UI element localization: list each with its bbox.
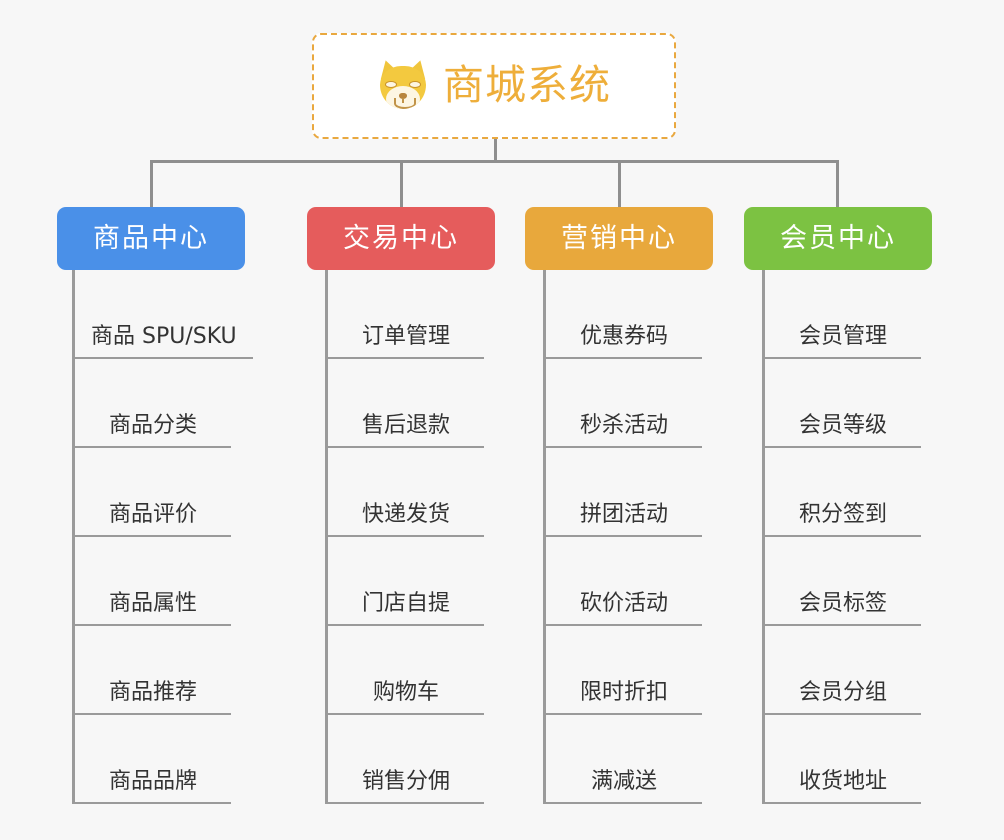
leaf-item[interactable]: 会员等级	[765, 359, 921, 448]
leaf-item[interactable]: 会员管理	[765, 270, 921, 359]
leaf-item-label: 商品品牌	[108, 769, 197, 795]
leaf-item-label: 购物车	[372, 680, 439, 706]
leaf-item-label: 限时折扣	[579, 680, 668, 706]
leaf-item[interactable]: 优惠券码	[546, 270, 702, 359]
leaf-item[interactable]: 秒杀活动	[546, 359, 702, 448]
leaf-item[interactable]: 商品品牌	[75, 715, 231, 804]
connector-drop-1	[150, 160, 153, 208]
leaf-item[interactable]: 门店自提	[328, 537, 484, 626]
leaf-item-label: 商品推荐	[108, 680, 197, 706]
leaf-item[interactable]: 订单管理	[328, 270, 484, 359]
connector-drop-3	[618, 160, 621, 208]
column-spine	[762, 270, 765, 804]
column-spine	[543, 270, 546, 804]
connector-horizontal-bus	[150, 160, 839, 163]
leaf-item[interactable]: 商品 SPU/SKU	[75, 270, 253, 359]
root-node-content: 商城系统	[376, 57, 611, 110]
leaf-item-label: 积分签到	[798, 502, 887, 528]
leaf-item-label: 优惠券码	[579, 324, 668, 350]
leaf-item-label: 会员分组	[798, 680, 887, 706]
leaf-item[interactable]: 会员标签	[765, 537, 921, 626]
leaf-item-label: 商品评价	[108, 502, 197, 528]
leaf-item-label: 门店自提	[361, 591, 450, 617]
leaf-item[interactable]: 购物车	[328, 626, 484, 715]
leaf-item[interactable]: 限时折扣	[546, 626, 702, 715]
category-header-1[interactable]: 交易中心	[307, 207, 495, 270]
category-header-3[interactable]: 会员中心	[744, 207, 932, 270]
leaf-item-label: 满减送	[590, 769, 657, 795]
leaf-item-label: 销售分佣	[361, 769, 450, 795]
connector-root-stem	[494, 139, 497, 162]
leaf-item[interactable]: 会员分组	[765, 626, 921, 715]
category-label: 交易中心	[343, 223, 459, 254]
leaf-item[interactable]: 拼团活动	[546, 448, 702, 537]
leaf-item-label: 快递发货	[361, 502, 450, 528]
leaf-item-label: 收货地址	[798, 769, 887, 795]
leaf-item-label: 商品 SPU/SKU	[91, 324, 237, 350]
category-label: 会员中心	[780, 223, 896, 254]
category-label: 营销中心	[561, 223, 677, 254]
root-node-label: 商城系统	[443, 60, 611, 109]
category-label: 商品中心	[93, 223, 209, 254]
leaf-item[interactable]: 积分签到	[765, 448, 921, 537]
leaf-item[interactable]: 商品评价	[75, 448, 231, 537]
root-node[interactable]: 商城系统	[312, 33, 676, 139]
leaf-item-label: 秒杀活动	[579, 413, 668, 439]
shiba-dog-icon	[376, 57, 430, 110]
leaf-item-label: 砍价活动	[579, 591, 668, 617]
column-spine	[325, 270, 328, 804]
leaf-item-label: 会员等级	[798, 413, 887, 439]
leaf-item[interactable]: 快递发货	[328, 448, 484, 537]
leaf-item-label: 会员标签	[798, 591, 887, 617]
leaf-item-label: 会员管理	[798, 324, 887, 350]
column-spine	[72, 270, 75, 804]
leaf-item-label: 订单管理	[361, 324, 450, 350]
leaf-item-label: 商品属性	[108, 591, 197, 617]
leaf-item[interactable]: 售后退款	[328, 359, 484, 448]
leaf-item[interactable]: 商品推荐	[75, 626, 231, 715]
connector-drop-2	[400, 160, 403, 208]
leaf-item[interactable]: 商品分类	[75, 359, 231, 448]
leaf-item-label: 售后退款	[361, 413, 450, 439]
category-header-2[interactable]: 营销中心	[525, 207, 713, 270]
leaf-item[interactable]: 满减送	[546, 715, 702, 804]
category-header-0[interactable]: 商品中心	[57, 207, 245, 270]
leaf-item[interactable]: 销售分佣	[328, 715, 484, 804]
leaf-item-label: 商品分类	[108, 413, 197, 439]
leaf-item-label: 拼团活动	[579, 502, 668, 528]
leaf-item[interactable]: 商品属性	[75, 537, 231, 626]
leaf-item[interactable]: 砍价活动	[546, 537, 702, 626]
connector-drop-4	[836, 160, 839, 208]
leaf-item[interactable]: 收货地址	[765, 715, 921, 804]
